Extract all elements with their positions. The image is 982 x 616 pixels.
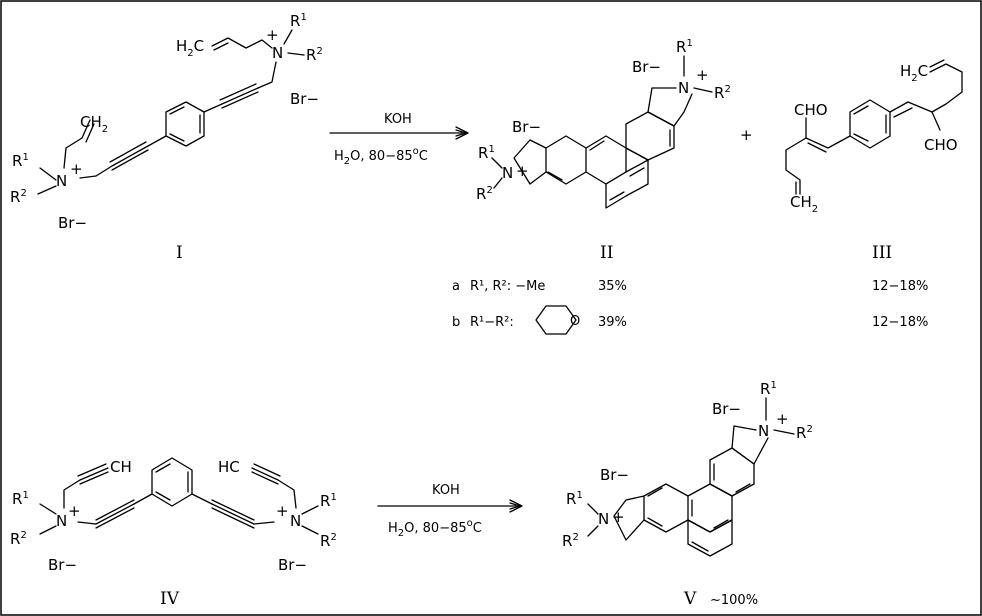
- compound-ii-top-r2: R2: [714, 84, 731, 102]
- compound-i-low-ch2: CH2: [80, 113, 108, 135]
- compound-i-top-h2c: H2C: [176, 37, 204, 59]
- yields-row-a-tag: a: [452, 279, 460, 294]
- compound-i-top-r1: R1: [290, 12, 307, 30]
- compound-iii-structure: H2C CHO CHO CH2: [785, 59, 963, 215]
- compound-i-low-plus: +: [70, 160, 83, 178]
- compound-ii-low-br: Br−: [512, 118, 541, 136]
- compound-iv-right-n: N: [290, 512, 301, 530]
- compound-i-low-br: Br−: [58, 214, 87, 232]
- compound-ii-top-n: N: [678, 79, 689, 97]
- compound-ii-low-plus: +: [516, 162, 529, 180]
- compound-iii-top-cho: CHO: [924, 136, 958, 154]
- compound-ii-top-plus: +: [696, 66, 709, 84]
- compound-v-structure: Br− R1 N + R2 Br− N + R1 R2: [562, 380, 813, 557]
- yields-table: a R¹, R²: −Me 35% 12−18% b R¹−R²: O 39% …: [452, 279, 928, 335]
- compound-i-top-br: Br−: [290, 90, 319, 108]
- compound-i-label: I: [176, 243, 183, 263]
- compound-i-top-r2: R2: [306, 46, 323, 64]
- compound-i-top-plus: +: [266, 26, 279, 44]
- reaction-arrow-2: [377, 499, 523, 513]
- compound-iii-label: III: [872, 243, 892, 263]
- yields-row-b-iii: 12−18%: [872, 315, 928, 330]
- compound-i-structure: H2C N + R1 R2 Br− CH2 N + R1: [10, 12, 323, 232]
- compound-iii-low-cho: CHO: [794, 101, 828, 119]
- reaction-1-conditions: H2O, 80−85oC: [334, 146, 428, 167]
- yields-row-b-tag: b: [452, 315, 460, 330]
- compound-v-low-n: N: [598, 510, 609, 528]
- compound-v-top-n: N: [758, 422, 769, 440]
- yields-row-b-subst: R¹−R²:: [470, 315, 514, 330]
- compound-i-low-r2: R2: [10, 188, 27, 206]
- yields-row-a-subst: R¹, R²: −Me: [470, 279, 545, 294]
- reaction-2-conditions: H2O, 80−85oC: [388, 518, 482, 539]
- compound-i-low-r1: R1: [12, 152, 29, 170]
- compound-iv-left-ch: CH: [110, 458, 132, 476]
- compound-iv-left-br: Br−: [48, 556, 77, 574]
- compound-ii-low-r2: R2: [476, 185, 493, 203]
- compound-iv-right-r1: R1: [320, 492, 337, 510]
- compound-iv-right-r2: R2: [320, 532, 337, 550]
- compound-ii-top-r1: R1: [676, 38, 693, 56]
- compound-i-top-n: N: [272, 44, 283, 62]
- compound-iv-left-r1: R1: [12, 490, 29, 508]
- compound-v-top-r2: R2: [796, 424, 813, 442]
- reaction-arrow-1: [329, 126, 469, 140]
- yields-row-a-ii: 35%: [598, 279, 627, 294]
- compound-v-label: V: [683, 589, 697, 609]
- reaction-2-reagent: KOH: [432, 483, 460, 498]
- morpholine-ring: [535, 305, 577, 335]
- compound-iv-label: IV: [160, 589, 180, 609]
- plus-sign: +: [740, 126, 753, 144]
- yields-row-a-iii: 12−18%: [872, 279, 928, 294]
- compound-iv-right-plus: +: [276, 502, 289, 520]
- compound-ii-low-r1: R1: [478, 144, 495, 162]
- compound-v-low-r2: R2: [562, 532, 579, 550]
- compound-v-low-br: Br−: [600, 466, 629, 484]
- compound-v-top-plus: +: [776, 410, 789, 428]
- compound-iv-structure: N + R1 R2 Br− CH N + R1 R2: [10, 457, 337, 574]
- compound-iii-top-h2c: H2C: [900, 62, 928, 84]
- compound-v-top-r1: R1: [760, 380, 777, 398]
- compound-v-top-br: Br−: [712, 400, 741, 418]
- compound-i-low-n: N: [56, 172, 67, 190]
- compound-iv-right-br: Br−: [278, 556, 307, 574]
- compound-iii-low-ch2: CH2: [790, 193, 818, 215]
- compound-iv-right-hc: HC: [218, 458, 240, 476]
- compound-ii-top-br: Br−: [632, 58, 661, 76]
- yields-row-b-ii: 39%: [598, 315, 627, 330]
- compound-v-low-r1: R1: [566, 490, 583, 508]
- compound-ii-low-n: N: [502, 164, 513, 182]
- compound-ii-structure: Br− R1 N + R2 Br− N + R1 R2: [476, 38, 731, 209]
- compound-v-yield: ~100%: [710, 593, 758, 608]
- compound-ii-label: II: [600, 243, 613, 263]
- morpholine-oxygen: O: [570, 314, 580, 329]
- compound-iv-left-n: N: [56, 512, 67, 530]
- compound-v-low-plus: +: [612, 508, 625, 526]
- reaction-1-reagent: KOH: [384, 112, 412, 127]
- compound-iv-left-plus: +: [68, 502, 81, 520]
- compound-iv-left-r2: R2: [10, 530, 27, 548]
